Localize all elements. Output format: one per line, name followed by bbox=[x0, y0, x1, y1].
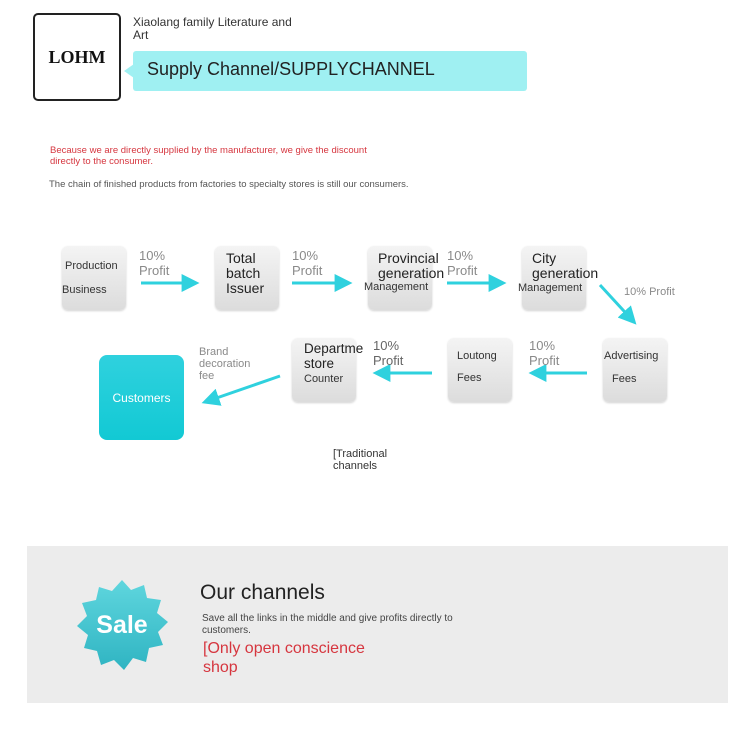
department-line-3: Counter bbox=[304, 373, 344, 385]
our-channels-description: Save all the links in the middle and giv… bbox=[202, 613, 453, 636]
sale-badge-text: Sale bbox=[96, 611, 148, 639]
arrow-4-5 bbox=[598, 283, 637, 325]
profit-label-3: 10%Profit bbox=[447, 248, 477, 278]
profit-pct-2: 10% bbox=[292, 248, 319, 263]
provincial-line-2: generation bbox=[378, 265, 445, 281]
node-loutong-fees bbox=[448, 338, 512, 402]
department-line-2: store bbox=[304, 356, 335, 371]
banner-pointer bbox=[124, 64, 134, 78]
discount-note: Because we are directly supplied by the … bbox=[50, 145, 430, 167]
profit-label-6: 10%Profit bbox=[373, 338, 403, 368]
profit-label-4: 10% Profit bbox=[624, 286, 675, 298]
brand-line-1: Xiaolang family Literature and bbox=[133, 15, 292, 29]
advertising-line-2: Fees bbox=[612, 373, 637, 385]
provincial-line-3: Management bbox=[364, 281, 429, 293]
city-line-1: City bbox=[532, 250, 557, 266]
profit-word-3: Profit bbox=[447, 263, 478, 278]
arrow-7-customers bbox=[201, 374, 281, 406]
customers-label: Customers bbox=[112, 390, 171, 405]
node-provincial-generation bbox=[368, 246, 432, 310]
node-city-generation bbox=[522, 246, 586, 310]
discount-note-line-2: directly to the consumer. bbox=[50, 156, 153, 167]
advertising-line-1: Advertising bbox=[604, 350, 659, 362]
conscience-shop-note: [Only open conscience shop bbox=[203, 639, 403, 677]
node-production-business bbox=[62, 246, 126, 310]
brand-fee-line-2: decoration bbox=[199, 358, 251, 370]
brand-fee-line-3: fee bbox=[199, 370, 215, 382]
profit-pct-3: 10% bbox=[447, 248, 474, 263]
node-advertising-fees bbox=[603, 338, 667, 402]
brand-fee-line-1: Brand bbox=[199, 346, 229, 358]
loutong-line-1: Loutong bbox=[457, 350, 497, 362]
lohm-logo: LOHM bbox=[33, 13, 121, 101]
chain-note: The chain of finished products from fact… bbox=[49, 179, 409, 190]
profit-pct-6: 10% bbox=[373, 338, 400, 353]
conscience-line-2: shop bbox=[203, 659, 238, 676]
loutong-line-2: Fees bbox=[457, 372, 482, 384]
node-production-label-1: Production bbox=[65, 260, 118, 272]
supply-channel-banner bbox=[133, 51, 527, 91]
sale-badge-icon bbox=[77, 580, 168, 670]
total-batch-line-3: Issuer bbox=[226, 280, 265, 296]
profit-label-2: 10%Profit bbox=[292, 248, 322, 278]
brand-name: Xiaolang family Literature and Art bbox=[133, 16, 323, 42]
node-production-label-2: Business bbox=[62, 284, 107, 296]
profit-pct-1: 10% bbox=[139, 248, 166, 263]
department-line-1: Departme bbox=[304, 341, 364, 356]
profit-word-6: Profit bbox=[373, 353, 404, 368]
city-line-2: generation bbox=[532, 265, 599, 281]
node-customers: Customers bbox=[99, 355, 184, 440]
total-batch-line-2: batch bbox=[226, 265, 261, 281]
profit-label-1: 10%Profit bbox=[139, 248, 169, 278]
profit-word-2: Profit bbox=[292, 263, 323, 278]
profit-word-1: Profit bbox=[139, 263, 170, 278]
node-total-batch-issuer bbox=[215, 246, 279, 310]
brand-line-2: Art bbox=[133, 28, 149, 42]
profit-word-5: Profit bbox=[529, 353, 560, 368]
profit-pct-5: 10% bbox=[529, 338, 556, 353]
city-line-3: Management bbox=[518, 282, 583, 294]
profit-label-5: 10%Profit bbox=[529, 338, 559, 368]
conscience-line-1: [Only open conscience bbox=[203, 640, 365, 657]
node-department-store-counter bbox=[292, 338, 356, 402]
logo-text: LOHM bbox=[48, 46, 106, 67]
banner-title: Supply Channel/SUPPLYCHANNEL bbox=[147, 59, 435, 79]
trad-line-1: [Traditional bbox=[333, 448, 388, 460]
trad-line-2: channels bbox=[333, 460, 378, 472]
our-channels-title: Our channels bbox=[200, 581, 325, 604]
provincial-line-1: Provincial bbox=[378, 251, 439, 266]
discount-note-line-1: Because we are directly supplied by the … bbox=[50, 145, 367, 156]
total-batch-line-1: Total bbox=[226, 250, 256, 266]
